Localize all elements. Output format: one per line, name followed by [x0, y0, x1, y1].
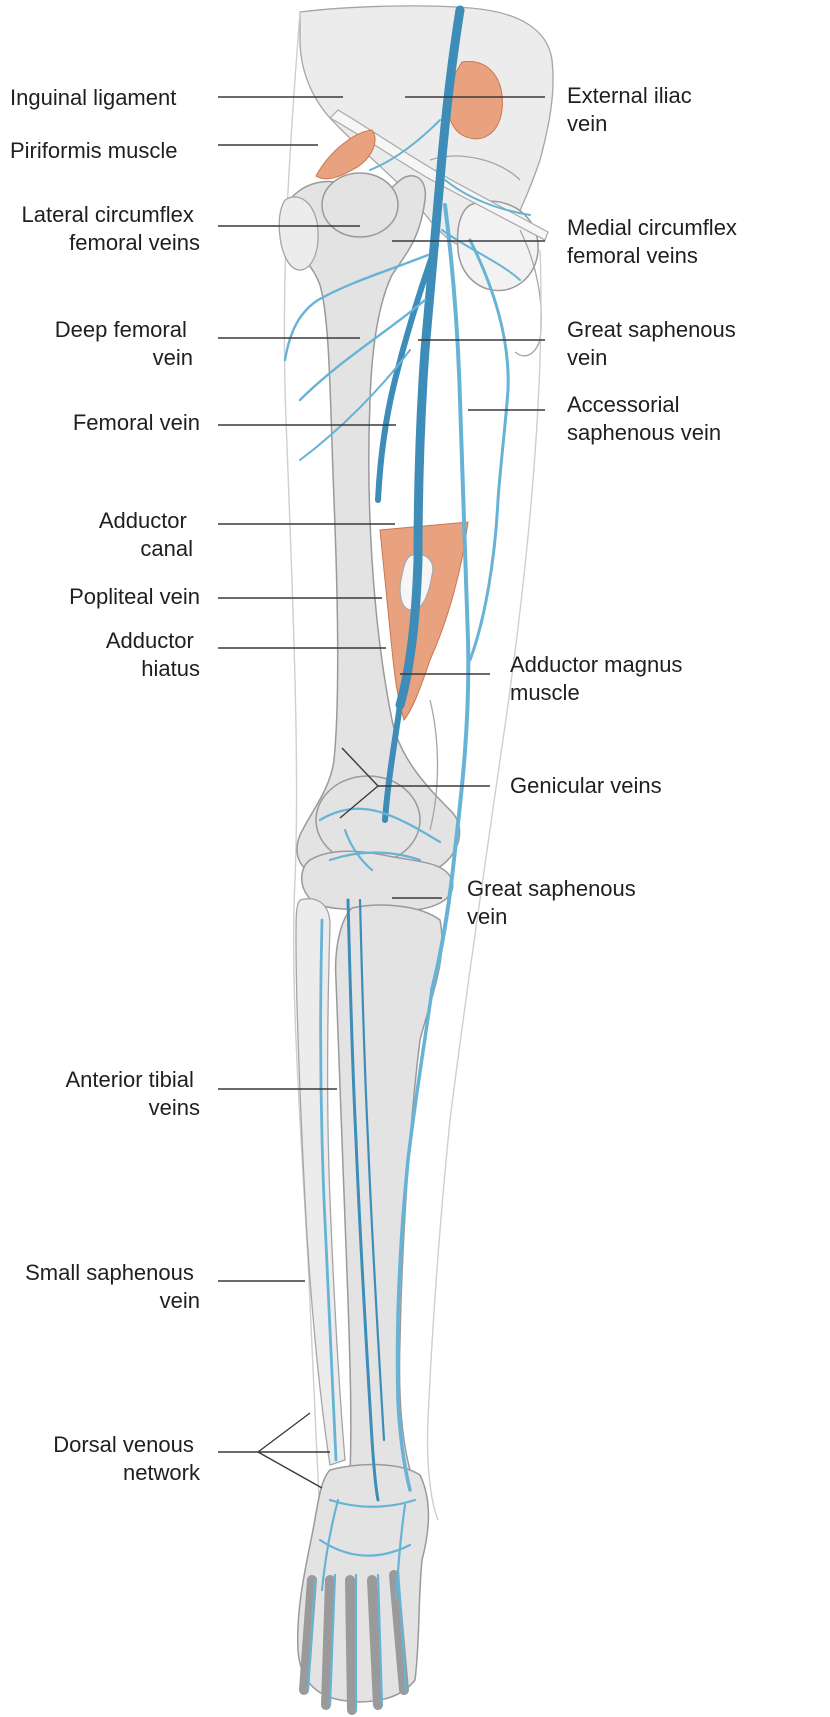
- label-dorsal-venous-network: Dorsal venous network: [53, 1432, 201, 1485]
- label-accessorial-saphenous-vein: Accessorial saphenous vein: [567, 392, 721, 445]
- label-medial-circumflex-femoral-veins: Medial circumflex femoral veins: [567, 215, 743, 268]
- label-adductor-magnus-muscle: Adductor magnus muscle: [510, 652, 689, 705]
- label-genicular-veins: Genicular veins: [510, 773, 662, 798]
- label-great-saphenous-vein-lower: Great saphenous vein: [467, 876, 642, 929]
- label-popliteal-vein: Popliteal vein: [69, 584, 200, 609]
- label-piriformis-muscle: Piriformis muscle: [10, 138, 177, 163]
- label-external-iliac-vein: External iliac vein: [567, 83, 698, 136]
- label-adductor-canal: Adductor canal: [99, 508, 193, 561]
- label-great-saphenous-vein-upper: Great saphenous vein: [567, 317, 742, 370]
- label-deep-femoral-vein: Deep femoral vein: [55, 317, 193, 370]
- accessory-saphenous-vein-line: [470, 240, 508, 660]
- label-lateral-circumflex-femoral-veins: Lateral circumflex femoral veins: [21, 202, 200, 255]
- label-inguinal-ligament: Inguinal ligament: [10, 85, 176, 110]
- piriformis-muscle: [316, 130, 375, 179]
- label-small-saphenous-vein: Small saphenous vein: [25, 1260, 200, 1313]
- label-adductor-hiatus: Adductor hiatus: [106, 628, 200, 681]
- label-femoral-vein: Femoral vein: [73, 410, 200, 435]
- label-anterior-tibial-veins: Anterior tibial veins: [65, 1067, 200, 1120]
